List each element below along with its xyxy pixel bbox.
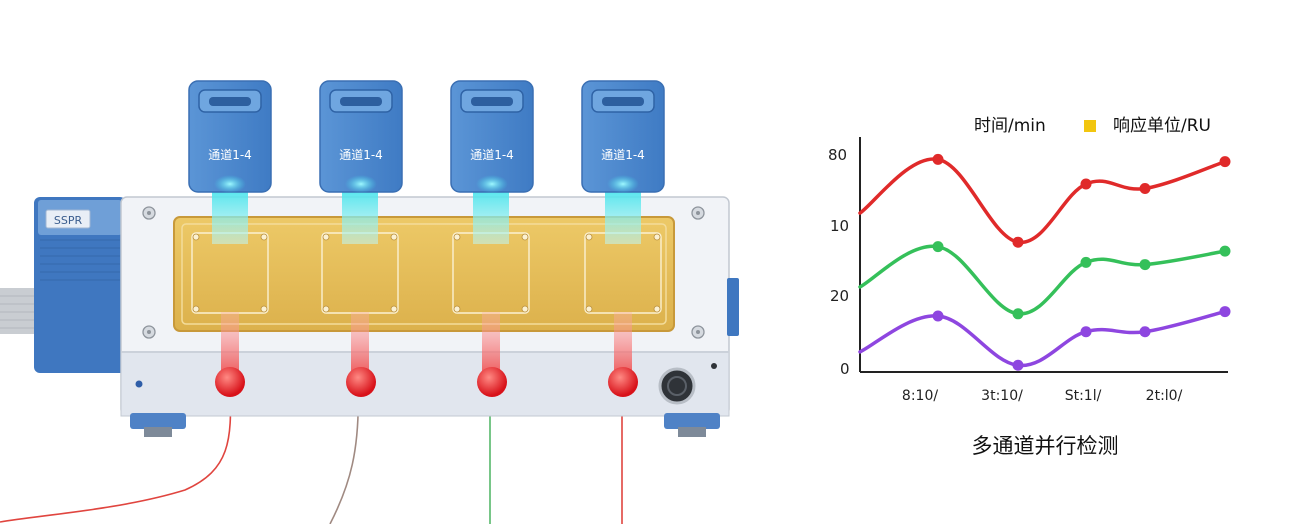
side-tab [727,278,739,336]
chart-caption: 多通道并行检测 [972,434,1119,458]
legend-swatch-response [1084,120,1096,132]
sensor-chip [173,216,675,332]
x-tick-label: St:1l/ [1065,388,1102,404]
series-line-2 [858,244,1227,316]
detectors [215,367,638,397]
series-3-point [1080,326,1092,338]
channel-label-4: 通道1-4 [601,148,645,162]
motor-housing [34,197,126,373]
incident-beams [212,188,641,244]
y-tick-label: 80 [828,146,847,164]
channel-cartridge-3 [450,80,534,193]
channel-label-1: 通道1-4 [208,148,252,162]
chart-canvas: 时间/min 响应单位/RU 80 10 20 0 8:10/ 3t:10/ S… [828,116,1231,458]
series-2-point [1080,256,1092,268]
series-3-point [1012,359,1024,371]
y-tick-label: 10 [830,217,849,235]
series-1-point [932,153,944,165]
series-2-point [1012,308,1024,320]
motor-shaft [0,288,38,334]
wire-1 [0,387,232,523]
series-1-point [1080,178,1092,190]
x-tick-label: 3t:10/ [981,388,1023,404]
x-tick-label: 8:10/ [902,388,938,404]
series-1-point [1012,236,1024,248]
legend-label-response: 响应单位/RU [1113,116,1211,136]
series-line-3 [858,309,1227,368]
legend-swatch-time [1062,121,1072,131]
spr-device-illustration: SSPR [0,80,739,524]
channel-label-2: 通道1-4 [339,148,383,162]
series-3-point [1139,326,1151,338]
channel-cartridge-4 [581,80,665,193]
brand-plate [45,209,91,229]
power-button [658,367,696,405]
brand-label: SSPR [54,214,83,227]
x-tick-label: 2t:l0/ [1146,388,1183,404]
series-3-point [1219,306,1231,318]
series-layer [858,153,1231,371]
response-chart: 时间/min 响应单位/RU 80 10 20 0 8:10/ 3t:10/ S… [800,100,1260,480]
port-dot [711,363,717,369]
foot-left [130,413,186,429]
legend-label-time: 时间/min [974,116,1046,136]
series-3-point [932,310,944,322]
channel-cartridge-1 [188,80,272,193]
series-2-point [1219,245,1231,257]
foot-right [664,413,720,429]
series-1-point [1139,182,1151,194]
indicator-led [135,380,143,388]
y-tick-label: 20 [830,287,849,305]
series-line-1 [858,157,1227,244]
series-2-point [932,241,944,253]
y-tick-label: 0 [840,360,850,378]
series-2-point [1139,259,1151,271]
channel-label-3: 通道1-4 [470,148,514,162]
channel-cartridge-2 [319,80,403,193]
series-1-point [1219,156,1231,168]
reflected-beams [221,312,632,378]
